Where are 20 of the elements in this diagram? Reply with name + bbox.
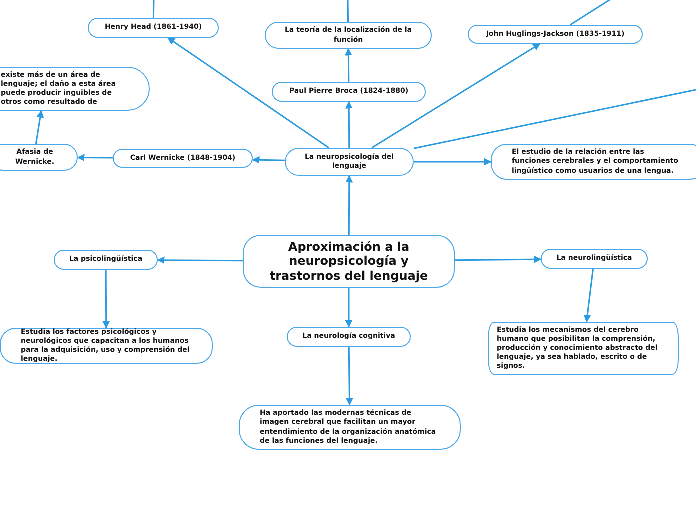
arrow [102, 270, 110, 329]
arrow [584, 268, 594, 323]
arrow [372, 43, 541, 149]
arrow [345, 101, 353, 148]
arrow [345, 288, 353, 328]
arrow [35, 110, 44, 144]
arrow [455, 256, 542, 264]
connector-line [570, 0, 610, 26]
arrow [346, 175, 354, 235]
arrow [346, 347, 354, 406]
arrow [414, 158, 492, 166]
arrow [344, 48, 352, 82]
connector-line [347, 0, 350, 22]
arrow [77, 154, 113, 162]
arrow [252, 156, 286, 164]
connector-line [414, 89, 696, 150]
connector-line [152, 0, 155, 18]
central-topic-box: Aproximación a la neuropsicología y trastornos del lenguaje [243, 235, 455, 288]
arrow [157, 256, 243, 264]
arrow [168, 37, 330, 149]
